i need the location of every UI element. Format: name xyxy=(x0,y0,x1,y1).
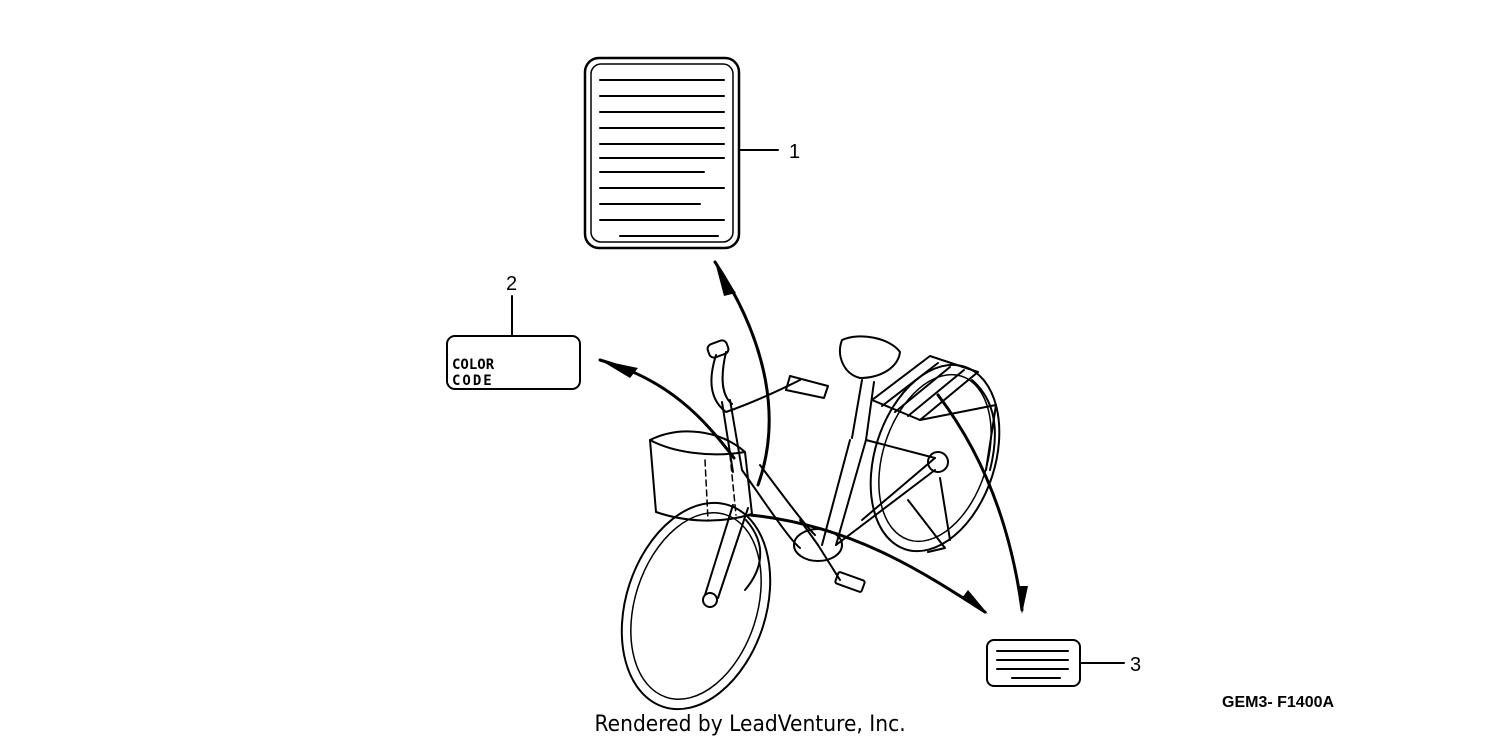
callout-2-number: 2 xyxy=(506,273,517,295)
footer-credit-text: Rendered by LeadVenture, Inc. xyxy=(594,712,906,737)
color-code-label-2[interactable] xyxy=(446,335,581,390)
callout-3-number: 3 xyxy=(1130,654,1141,676)
color-code-line-1: COLOR xyxy=(452,357,495,373)
color-code-line-2: CODE xyxy=(452,373,494,389)
callout-1-number: 1 xyxy=(789,141,800,163)
diagram-code: GEM3- F1400A xyxy=(1222,694,1334,711)
label-3[interactable] xyxy=(986,639,1081,687)
arrowheads xyxy=(600,262,1028,614)
footer-credit: Rendered by LeadVenture, Inc. xyxy=(0,712,1500,737)
label-1-text-lines xyxy=(599,79,725,237)
bicycle-illustration xyxy=(620,335,1001,711)
caution-label-1[interactable] xyxy=(583,56,741,250)
